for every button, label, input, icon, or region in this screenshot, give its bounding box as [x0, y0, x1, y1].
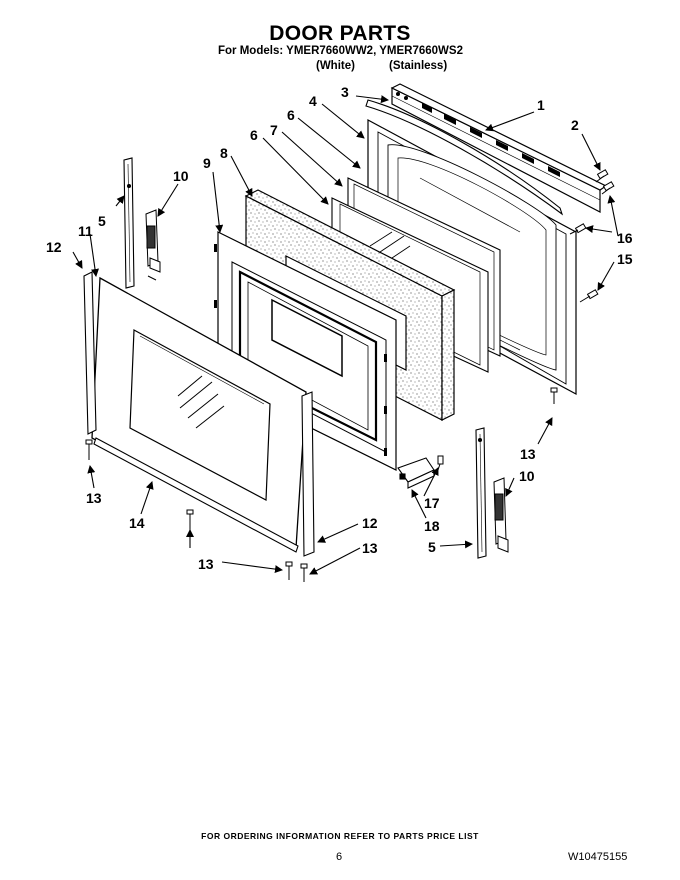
callouts: 1 2 3 4 6 7 6 8 9 10 5 12 11 16 15 13 10… [46, 84, 633, 572]
screw-part-2 [595, 169, 609, 183]
callout-10-left: 10 [173, 168, 189, 184]
callout-13-right-lower: 13 [362, 540, 378, 556]
callout-12-left: 12 [46, 239, 62, 255]
callout-2: 2 [571, 117, 579, 133]
callout-3: 3 [341, 84, 349, 100]
callout-5-left: 5 [98, 213, 106, 229]
callout-11: 11 [78, 223, 93, 239]
page-title: DOOR PARTS [269, 22, 411, 45]
screw-part-13-left [85, 439, 93, 460]
callout-13-left: 13 [86, 490, 102, 506]
callout-1: 1 [537, 97, 545, 113]
callout-17: 17 [424, 495, 440, 511]
part-14-bottom-trim [93, 437, 299, 553]
screw-part-13-bottom-a [285, 561, 293, 580]
document-number: W10475155 [568, 851, 628, 863]
callout-15: 15 [617, 251, 633, 267]
callout-13-bottom: 13 [198, 556, 214, 572]
part-18-bracket [397, 457, 435, 489]
part-5-hinge-receiver-left [123, 157, 135, 289]
part-10-hinge-right [493, 477, 509, 553]
page-number: 6 [336, 851, 343, 863]
screws [85, 169, 615, 582]
part-12-side-trim-right [301, 391, 315, 557]
part-3-rod [365, 99, 564, 216]
callout-16: 16 [617, 230, 633, 246]
callout-14: 14 [129, 515, 145, 531]
callout-9: 9 [203, 155, 211, 171]
models-line: For Models: YMER7660WW2, YMER7660WS2 [218, 45, 463, 57]
screw-part-16b [569, 223, 587, 235]
part-12-side-trim-left [83, 271, 97, 435]
screw-part-13-mid [186, 509, 194, 530]
screw-part-15 [579, 289, 599, 303]
callout-10-right: 10 [519, 468, 535, 484]
variant-white: (White) [316, 60, 355, 72]
screw-part-17 [437, 455, 444, 471]
screw-part-13-bottom-right-top [550, 387, 558, 404]
callout-18: 18 [424, 518, 440, 534]
screw-part-16a [601, 181, 615, 195]
part-5-hinge-receiver-right [475, 427, 487, 559]
part-9-door-liner [214, 231, 397, 471]
callout-5-right: 5 [428, 539, 436, 555]
callout-7: 7 [270, 122, 278, 138]
leader-lines [72, 95, 619, 575]
variant-stainless: (Stainless) [389, 60, 448, 72]
callout-6-lower: 6 [250, 127, 258, 143]
screw-part-13-bottom-b [300, 563, 308, 582]
part-10-hinge-left [145, 209, 161, 281]
ordering-info-note: FOR ORDERING INFORMATION REFER TO PARTS … [201, 831, 479, 841]
callout-8: 8 [220, 145, 228, 161]
callout-6-top: 6 [287, 107, 295, 123]
callout-12-right: 12 [362, 515, 378, 531]
callout-4: 4 [309, 93, 317, 109]
callout-13-right: 13 [520, 446, 536, 462]
